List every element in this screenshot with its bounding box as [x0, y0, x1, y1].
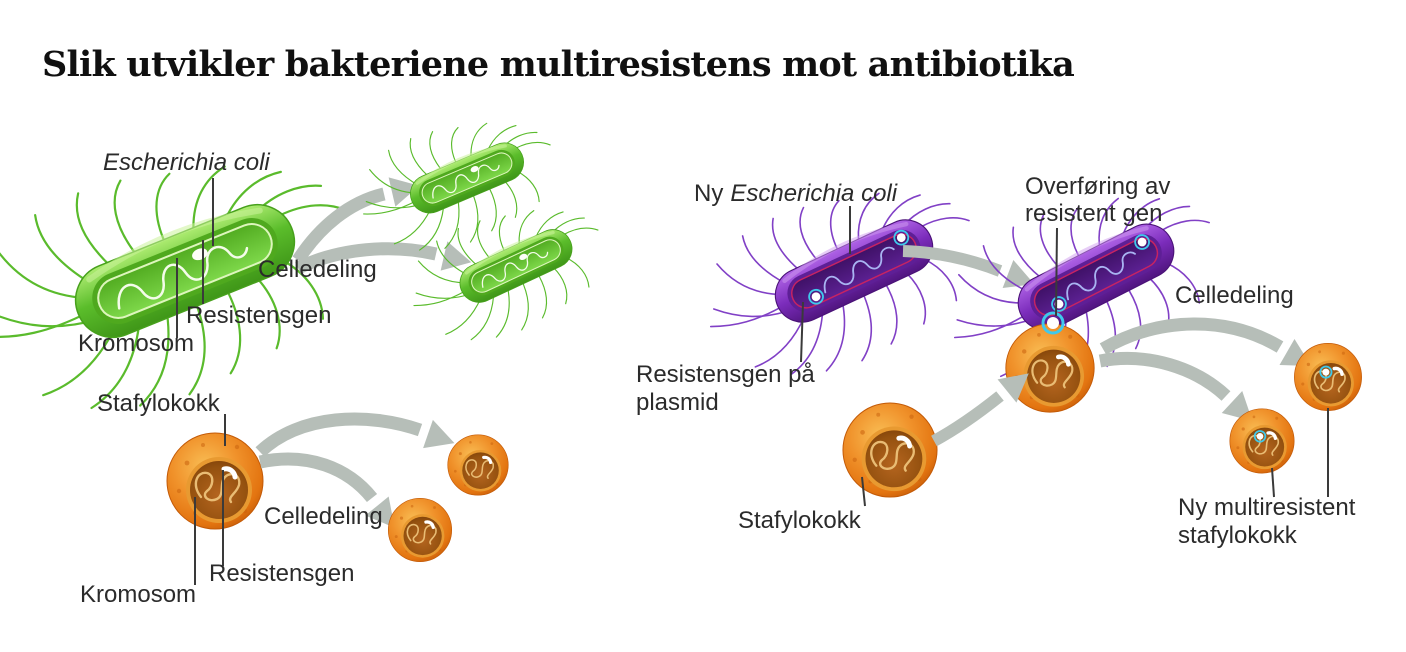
label-staph-division: Celledeling — [264, 503, 383, 530]
label-transfer-line1: Overføring av — [1025, 173, 1170, 200]
staph-multiresistant-1-illustration — [1294, 343, 1361, 410]
transfer-plasmid-ring — [1041, 311, 1065, 335]
arrow-staph-division-right-1 — [1099, 317, 1284, 355]
label-staph-chromosome: Kromosom — [80, 581, 196, 608]
staph-daughter-2-illustration — [386, 496, 454, 564]
leader-resistance-plasmid — [800, 301, 804, 363]
arrow-staph-division-right-2 — [1098, 352, 1231, 401]
arrow-staph-division-2 — [258, 452, 378, 503]
leader-new-staph-2 — [1271, 467, 1275, 498]
label-new-staph-line1: Ny multiresistent — [1178, 494, 1356, 521]
label-transfer-line2: resistent gen — [1025, 200, 1162, 227]
arrow-ecoli-division-2 — [295, 242, 438, 274]
label-new-staph-line2: stafylokokk — [1178, 522, 1298, 549]
page-title: Slik utvikler bakteriene multiresistens … — [42, 44, 1075, 85]
scene-ecoli-division: Escherichia coli Celledeling Resistensge… — [0, 89, 623, 457]
label-ecoli-species: Escherichia coli — [103, 149, 270, 176]
staph-multiresistant-2-illustration — [1230, 409, 1294, 473]
label-resistance-plasmid-line2: plasmid — [636, 389, 719, 416]
label-staph-right: Stafylokokk — [738, 507, 862, 534]
scene-staph-division: Stafylokokk Celledeling Resistensgen Kro… — [80, 390, 510, 608]
staph-receiving-illustration — [1006, 324, 1094, 412]
leader-staph-right — [861, 476, 866, 507]
transfer-plasmid — [1047, 317, 1059, 329]
label-resistance-plasmid-line1: Resistensgen på — [636, 361, 815, 388]
label-staph-resistance-gene: Resistensgen — [209, 560, 354, 587]
staph-daughter-1-illustration — [446, 433, 510, 497]
label-ecoli-chromosome: Kromosom — [78, 330, 194, 357]
leader-transfer — [1055, 227, 1058, 317]
label-staph-cell: Stafylokokk — [97, 390, 221, 417]
staph-parent-illustration — [167, 433, 263, 529]
arrow-ecoli-move — [902, 245, 1003, 277]
staph-source-illustration — [843, 403, 937, 497]
arrow-staph-division-1 — [255, 412, 423, 457]
arrow-staph-move — [931, 391, 1004, 447]
label-ecoli-division: Celledeling — [258, 256, 377, 283]
label-division-right: Celledeling — [1175, 282, 1294, 309]
label-ecoli-resistance-gene: Resistensgen — [186, 302, 331, 329]
arrow-ecoli-division-1 — [292, 187, 386, 264]
